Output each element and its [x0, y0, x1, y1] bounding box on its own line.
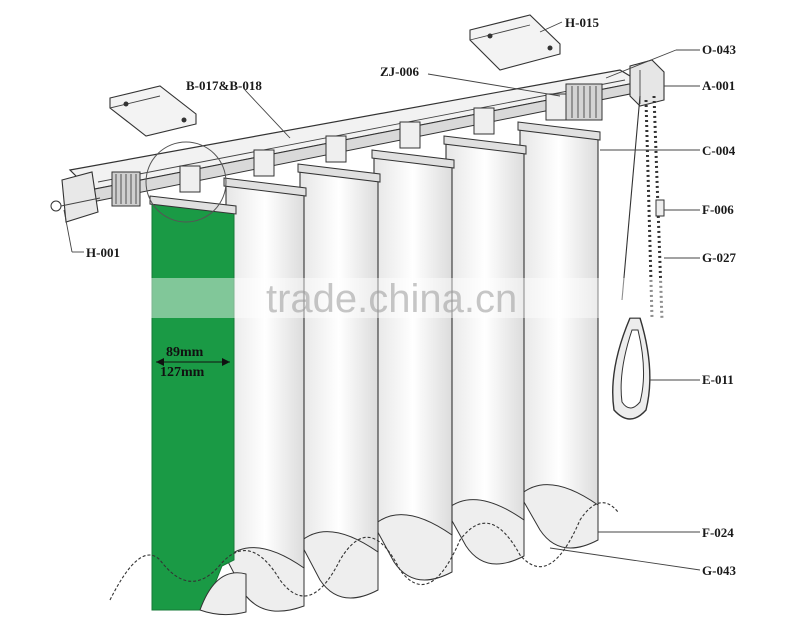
label-g043: G-043 [702, 563, 736, 578]
watermark: trade.china.cn [266, 277, 517, 321]
dimension-127mm: 127mm [160, 365, 205, 380]
slats [149, 121, 601, 616]
bracket-b017 [109, 85, 197, 137]
leader-lines [63, 21, 701, 571]
label-f024: F-024 [702, 525, 734, 540]
label-e011: E-011 [702, 372, 734, 387]
control-unit-right [565, 59, 665, 121]
bracket-h015 [469, 14, 561, 71]
bottom-chain [109, 502, 619, 601]
label-h001: H-001 [86, 245, 120, 260]
end-cap-h001 [50, 171, 101, 223]
dimension-89mm: 89mm [166, 345, 204, 360]
carriers [179, 93, 567, 193]
headrail [68, 69, 642, 203]
control-chain [621, 95, 665, 321]
label-a001: A-001 [702, 78, 735, 93]
detail-circle [145, 141, 227, 223]
label-h015: H-015 [565, 15, 599, 30]
label-c004: C-004 [702, 143, 736, 158]
label-g027: G-027 [702, 250, 736, 265]
label-b017-b018: B-017&B-018 [186, 78, 262, 93]
label-zj006: ZJ-006 [380, 64, 420, 79]
dimension-arrows [156, 358, 230, 366]
label-f006: F-006 [702, 202, 734, 217]
carrier-gear-left [111, 171, 141, 207]
label-o043: O-043 [702, 42, 736, 57]
